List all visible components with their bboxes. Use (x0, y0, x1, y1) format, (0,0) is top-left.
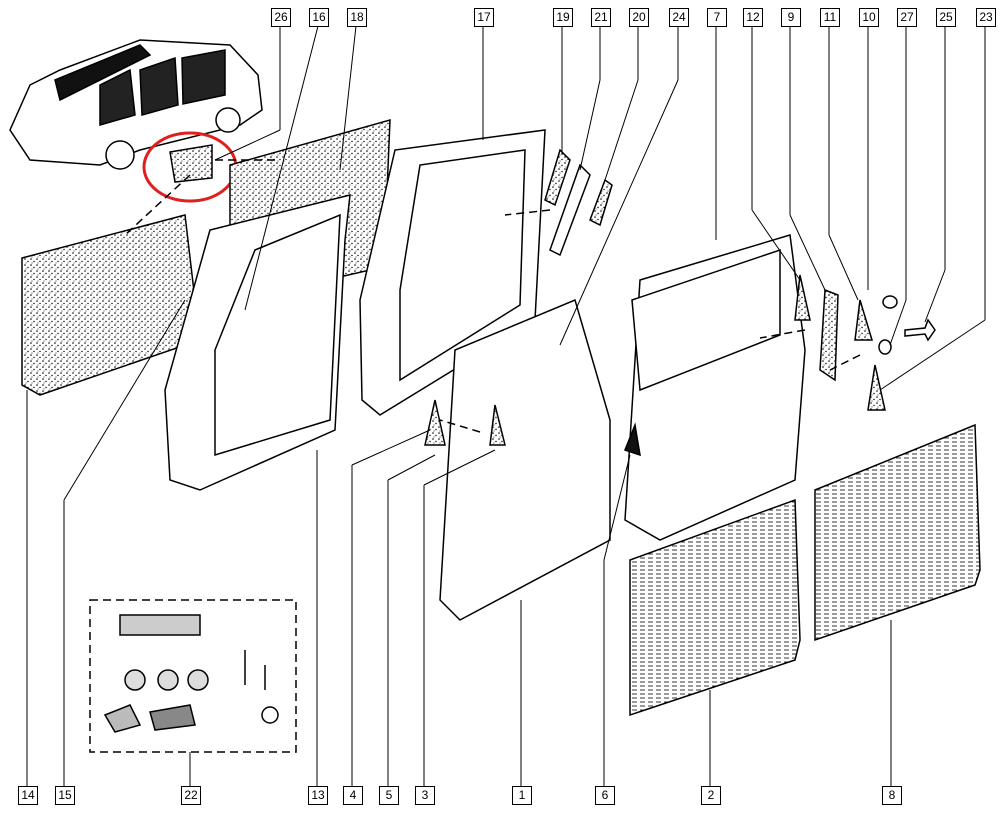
callout-10[interactable]: 10 (859, 8, 879, 27)
callout-15[interactable]: 15 (55, 786, 75, 805)
callout-26[interactable]: 26 (271, 8, 291, 27)
callout-9[interactable]: 9 (781, 8, 801, 27)
callout-11[interactable]: 11 (820, 8, 840, 27)
callout-4[interactable]: 4 (343, 786, 363, 805)
callout-14[interactable]: 14 (18, 786, 38, 805)
part-26-trim-patch (169, 144, 213, 183)
callout-22[interactable]: 22 (181, 786, 201, 805)
callout-12[interactable]: 12 (743, 8, 763, 27)
callout-5[interactable]: 5 (379, 786, 399, 805)
callout-16[interactable]: 16 (309, 8, 329, 27)
callout-27[interactable]: 27 (897, 8, 917, 27)
part-1-door-frame (439, 298, 611, 621)
callout-8[interactable]: 8 (882, 786, 902, 805)
callout-17[interactable]: 17 (474, 8, 494, 27)
callout-19[interactable]: 19 (553, 8, 573, 27)
callout-21[interactable]: 21 (591, 8, 611, 27)
part-8-outer-panel (814, 423, 981, 642)
callout-23[interactable]: 23 (976, 8, 996, 27)
callout-7[interactable]: 7 (707, 8, 727, 27)
part-2-outer-panel (629, 498, 801, 717)
callout-13[interactable]: 13 (308, 786, 328, 805)
leader-lines (26, 25, 986, 786)
vehicle-overview (9, 39, 263, 170)
callout-18[interactable]: 18 (347, 8, 367, 27)
callout-24[interactable]: 24 (669, 8, 689, 27)
callout-3[interactable]: 3 (415, 786, 435, 805)
callout-25[interactable]: 25 (936, 8, 956, 27)
callout-6[interactable]: 6 (595, 786, 615, 805)
callout-20[interactable]: 20 (629, 8, 649, 27)
callout-1[interactable]: 1 (512, 786, 532, 805)
callout-2[interactable]: 2 (701, 786, 721, 805)
part-22-repair-kit-box (89, 599, 297, 753)
